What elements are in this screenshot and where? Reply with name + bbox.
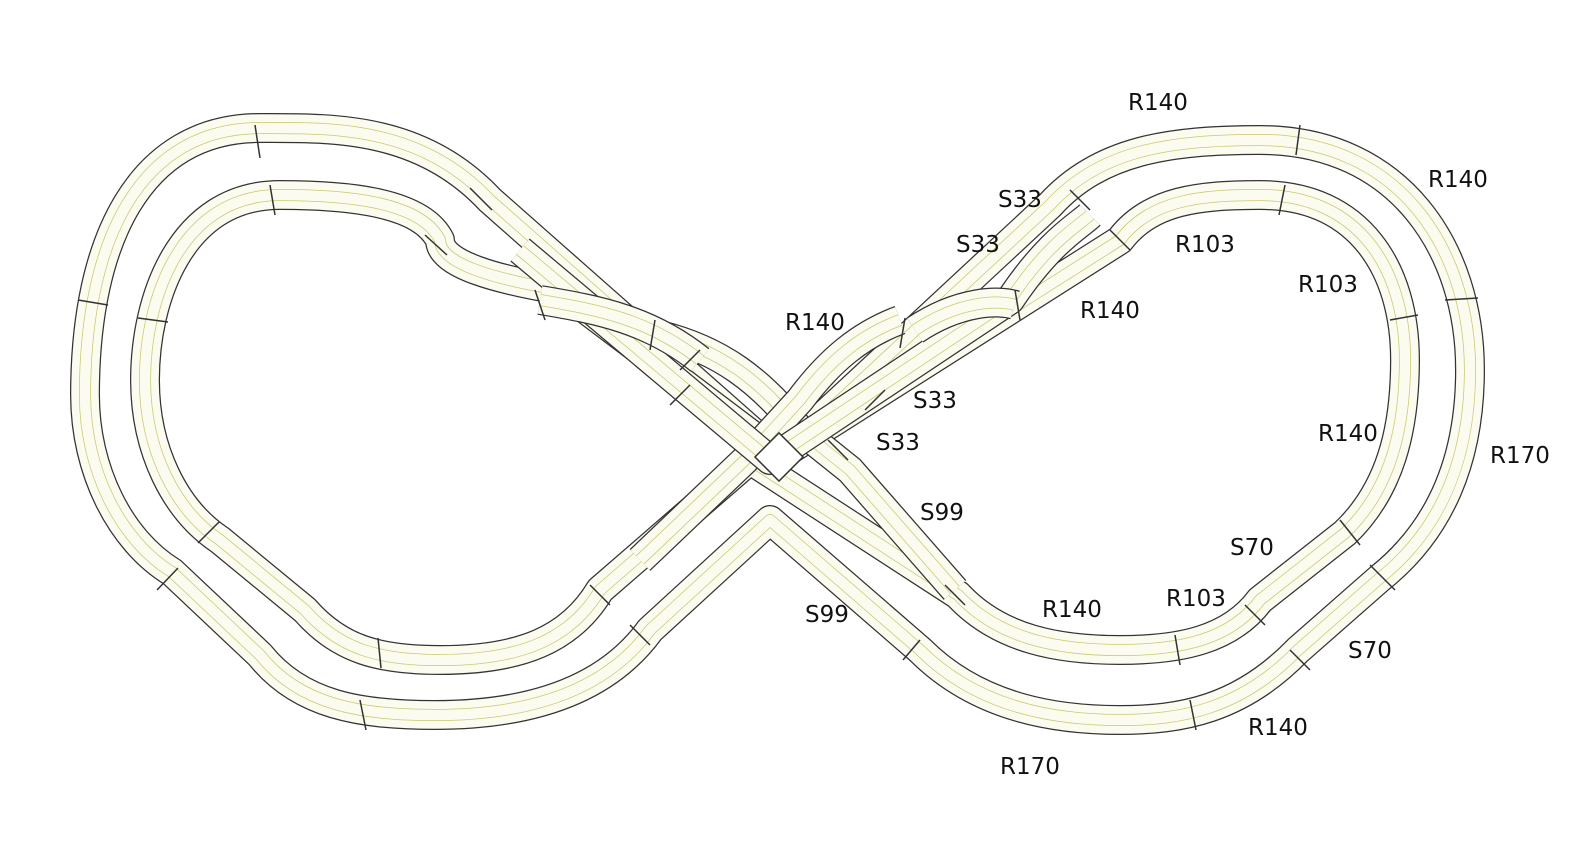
track-label: S33: [876, 430, 920, 456]
track-gauge: [636, 315, 902, 564]
track-joint: [1069, 189, 1091, 211]
track-joint: [269, 184, 276, 216]
track-joint: [827, 439, 849, 461]
track-joint: [1014, 289, 1021, 321]
track-joint: [1444, 297, 1479, 301]
track-joint: [589, 584, 611, 606]
track-joint: [77, 299, 109, 306]
track-label: R140: [1428, 167, 1488, 193]
track-joint: [1389, 314, 1419, 321]
track-joint: [1174, 634, 1181, 666]
track-joints: [77, 124, 1479, 731]
track-label: R170: [1490, 443, 1550, 469]
track-joint: [534, 289, 546, 321]
track-label: R170: [1000, 754, 1060, 780]
track-label: R140: [1318, 421, 1378, 447]
crossover-curve-b: [906, 287, 1020, 343]
track-joint: [424, 234, 448, 256]
track-label: S70: [1230, 535, 1274, 561]
track-label: S99: [920, 500, 964, 526]
track-joint: [1278, 184, 1286, 216]
track-gauge: [79, 122, 1476, 726]
track-label: R140: [1248, 715, 1308, 741]
track-joint: [1189, 699, 1197, 731]
track-pieces: [70, 112, 1485, 735]
track-joint: [679, 349, 701, 371]
track-label: R103: [1166, 586, 1226, 612]
track-joint: [156, 567, 179, 591]
crossover-curve-a: [537, 285, 710, 372]
track-label: S33: [998, 187, 1042, 213]
track-joint: [1109, 229, 1131, 251]
track-joint: [649, 319, 656, 351]
track-joint: [629, 624, 651, 646]
track-gauge: [539, 294, 704, 365]
track-gauge: [139, 189, 1411, 666]
track-joint: [197, 521, 220, 544]
track-label: S33: [913, 388, 957, 414]
track-joint: [1369, 564, 1396, 591]
track-joint: [254, 124, 261, 159]
track-label: R103: [1298, 272, 1358, 298]
track-label: R140: [785, 310, 845, 336]
track-label: S33: [956, 232, 1000, 258]
track-joint: [944, 584, 966, 606]
crossover-right-upper: [629, 305, 906, 571]
track-label: S70: [1348, 638, 1392, 664]
track-joint: [902, 639, 921, 661]
track-joint: [864, 389, 886, 411]
track-joint: [137, 317, 169, 323]
track-label: R140: [1128, 90, 1188, 116]
track-label: R103: [1175, 232, 1235, 258]
track-joint: [1289, 649, 1311, 671]
track-joint: [377, 637, 382, 669]
track-joint: [1339, 519, 1361, 546]
crossing-diamond: [753, 431, 805, 483]
track-joint: [469, 187, 493, 211]
track-label: R140: [1080, 298, 1140, 324]
track-gauge: [912, 297, 1017, 335]
track-label: R140: [1042, 597, 1102, 623]
outer-loop: [70, 112, 1485, 735]
inner-loop: [130, 180, 1420, 675]
track-joint: [899, 317, 906, 349]
track-joint: [669, 384, 691, 406]
track-joint: [1295, 124, 1301, 156]
track-joint: [359, 699, 367, 731]
track-label: S99: [805, 602, 849, 628]
track-labels: R140 R140 S33 S33 R103 R140 R103 R140 S3…: [785, 90, 1550, 780]
track-joint: [1244, 604, 1266, 626]
